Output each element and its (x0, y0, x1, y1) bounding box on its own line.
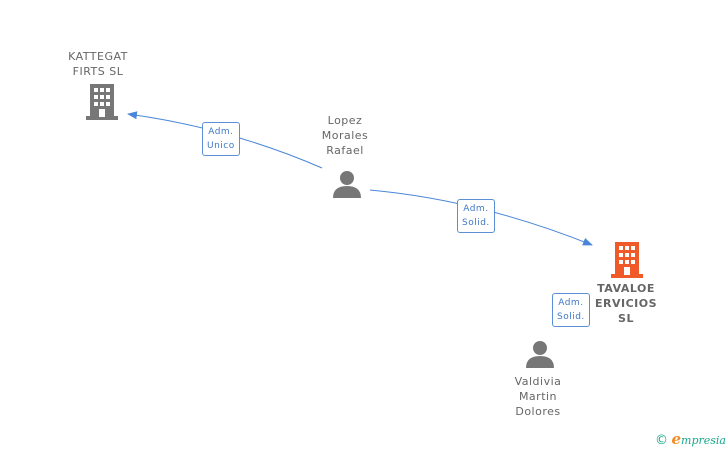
edge-label-line: Adm. (558, 298, 584, 308)
brand-name: empresia (671, 430, 726, 448)
node-label-kattegat[interactable]: KATTEGAT FIRTS SL (58, 49, 138, 79)
edge-label-adm-solid[interactable]: Adm. Solid. (552, 293, 590, 327)
person-icon[interactable] (526, 340, 554, 368)
edge-label-line: Solid. (462, 218, 490, 228)
edge-label-line: Solid. (557, 312, 585, 322)
node-label-tavaloe[interactable]: TAVALOE ERVICIOS SL (586, 281, 666, 326)
edge-label-adm-unico[interactable]: Adm. Unico (202, 122, 240, 156)
node-line: FIRTS SL (72, 65, 124, 78)
edge-label-adm-solid[interactable]: Adm. Solid. (457, 199, 495, 233)
node-line: Martin (518, 390, 558, 403)
edge-label-line: Adm. (463, 204, 489, 214)
node-label-valdivia[interactable]: Valdivia Martin Dolores (498, 374, 578, 419)
node-line: Valdivia (514, 375, 562, 388)
building-icon[interactable] (86, 84, 118, 120)
node-line: KATTEGAT (68, 50, 128, 63)
copyright-symbol: © (654, 433, 668, 448)
building-icon-main[interactable] (611, 242, 643, 278)
empresia-logo: © empresia (655, 430, 726, 448)
node-line: SL (618, 312, 634, 325)
node-label-lopez[interactable]: Lopez Morales Rafael (305, 113, 385, 158)
edge-label-line: Adm. (208, 127, 234, 137)
node-line: Dolores (515, 405, 561, 418)
node-line: Lopez (327, 114, 363, 127)
edge-label-line: Unico (207, 141, 235, 151)
node-line: Rafael (326, 144, 364, 157)
node-line: TAVALOE (597, 282, 655, 295)
node-line: Morales (321, 129, 369, 142)
person-icon[interactable] (333, 170, 361, 198)
node-line: ERVICIOS (594, 297, 658, 310)
